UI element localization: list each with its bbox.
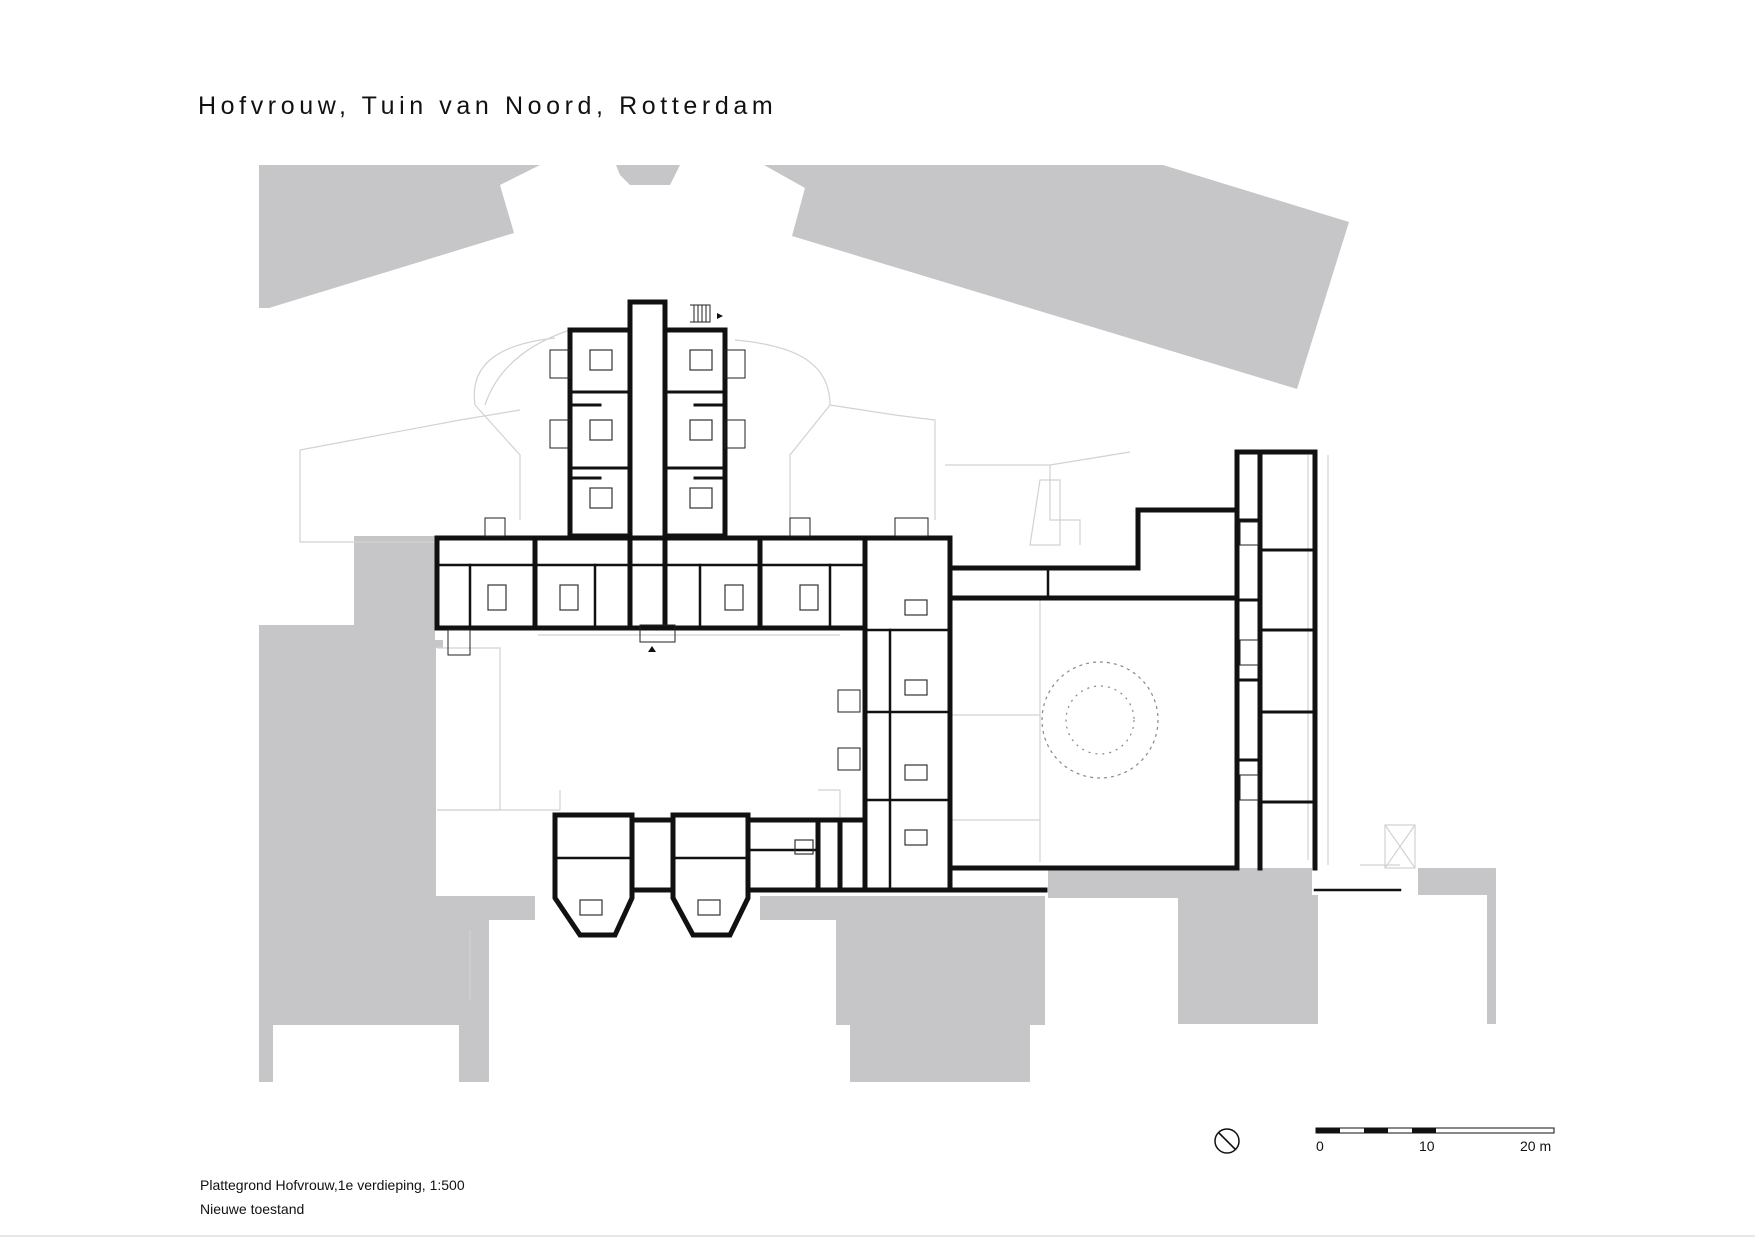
scale-bar [1315,1127,1555,1134]
scale-label-10: 10 [1419,1138,1435,1154]
triangle-marker-icon [648,313,723,652]
scale-label-0: 0 [1316,1138,1324,1154]
plan-status: Nieuwe toestand [200,1201,305,1217]
context-lines [299,329,1416,1000]
furniture [487,349,1159,916]
sheet-title: Hofvrouw, Tuin van Noord, Rotterdam [198,92,778,120]
plan-caption: Plattegrond Hofvrouw,1e verdieping, 1:50… [200,1177,465,1193]
north-arrow-icon [1214,1128,1240,1154]
stairs [447,304,1259,801]
scale-label-20: 20 m [1520,1138,1552,1154]
neighbour-buildings [259,165,1496,1082]
walls [434,299,1402,938]
